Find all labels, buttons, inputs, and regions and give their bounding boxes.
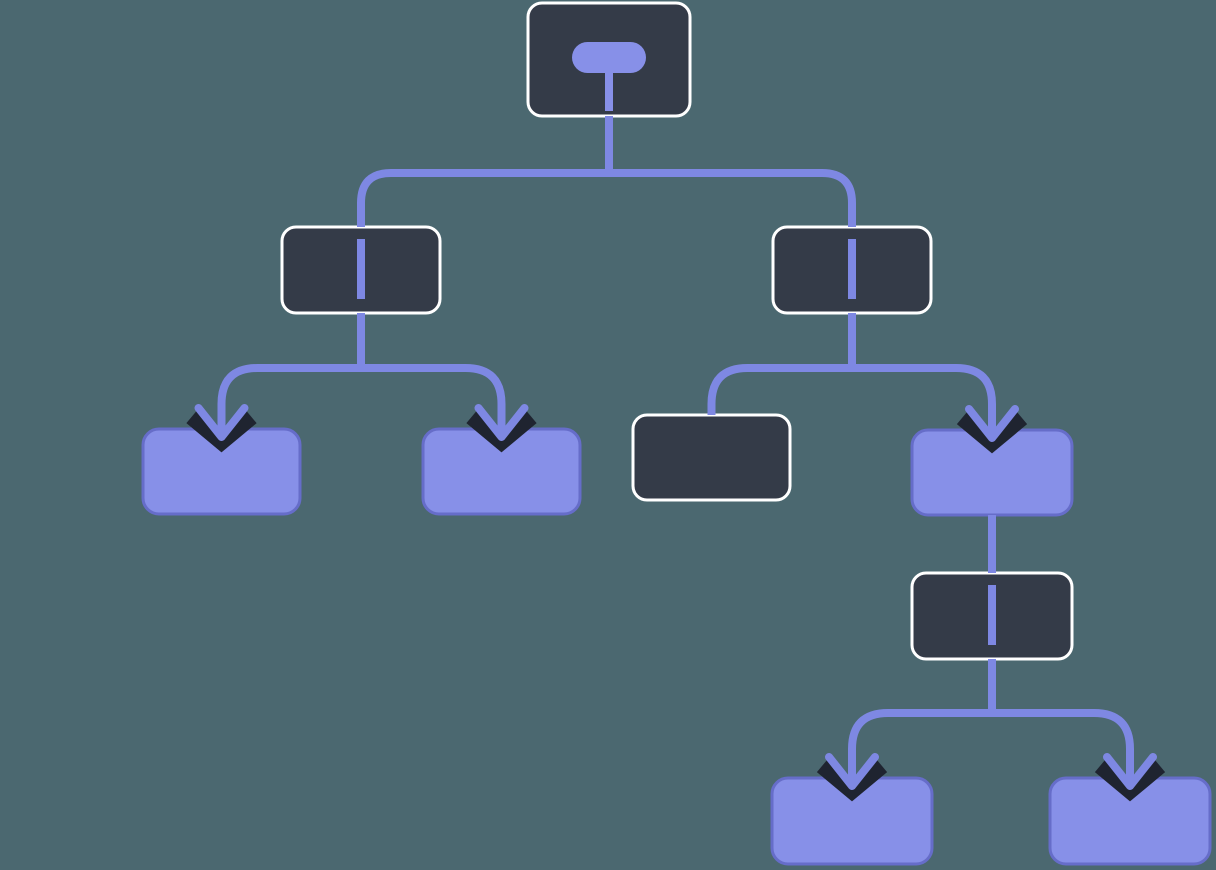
- chevron-down-icon: [1094, 759, 1166, 802]
- arrowhead-icon: [825, 753, 879, 790]
- chevron-down-icon: [816, 759, 888, 802]
- nodes-layer: [141, 1, 1212, 866]
- connector-lower-fork: [848, 659, 1134, 785]
- connector-bracket: [707, 364, 996, 437]
- connector-right-fork: [707, 313, 996, 437]
- pass-through-line-icon: [988, 585, 996, 645]
- chevron-down-icon: [466, 410, 537, 453]
- branch-node-right[interactable]: [771, 225, 933, 315]
- connector-bracket: [217, 364, 506, 436]
- branch-node-lower[interactable]: [910, 571, 1074, 661]
- arrowhead-icon: [474, 404, 529, 441]
- connectors-layer: [217, 116, 1134, 785]
- dark-node-box: [631, 413, 792, 502]
- plain-dark-node[interactable]: [631, 413, 792, 502]
- root-node[interactable]: [526, 1, 692, 118]
- connector-left-fork: [217, 313, 506, 436]
- connector-root-fork: [357, 116, 856, 227]
- arrowheads-layer: [194, 404, 1157, 790]
- arrowhead-icon: [1103, 753, 1157, 790]
- root-pill-icon: [572, 42, 646, 73]
- connector-bracket: [848, 709, 1134, 785]
- arrowhead-icon: [194, 404, 249, 441]
- connector-bracket: [357, 169, 856, 227]
- chevrons-layer: [186, 410, 1166, 802]
- pass-through-line-icon: [848, 239, 856, 299]
- root-pill-stem-icon: [605, 72, 613, 111]
- chevron-down-icon: [186, 410, 257, 453]
- chevron-down-icon: [956, 411, 1028, 454]
- pass-through-line-icon: [357, 239, 365, 299]
- arrowhead-icon: [965, 405, 1019, 442]
- branch-node-left[interactable]: [280, 225, 442, 315]
